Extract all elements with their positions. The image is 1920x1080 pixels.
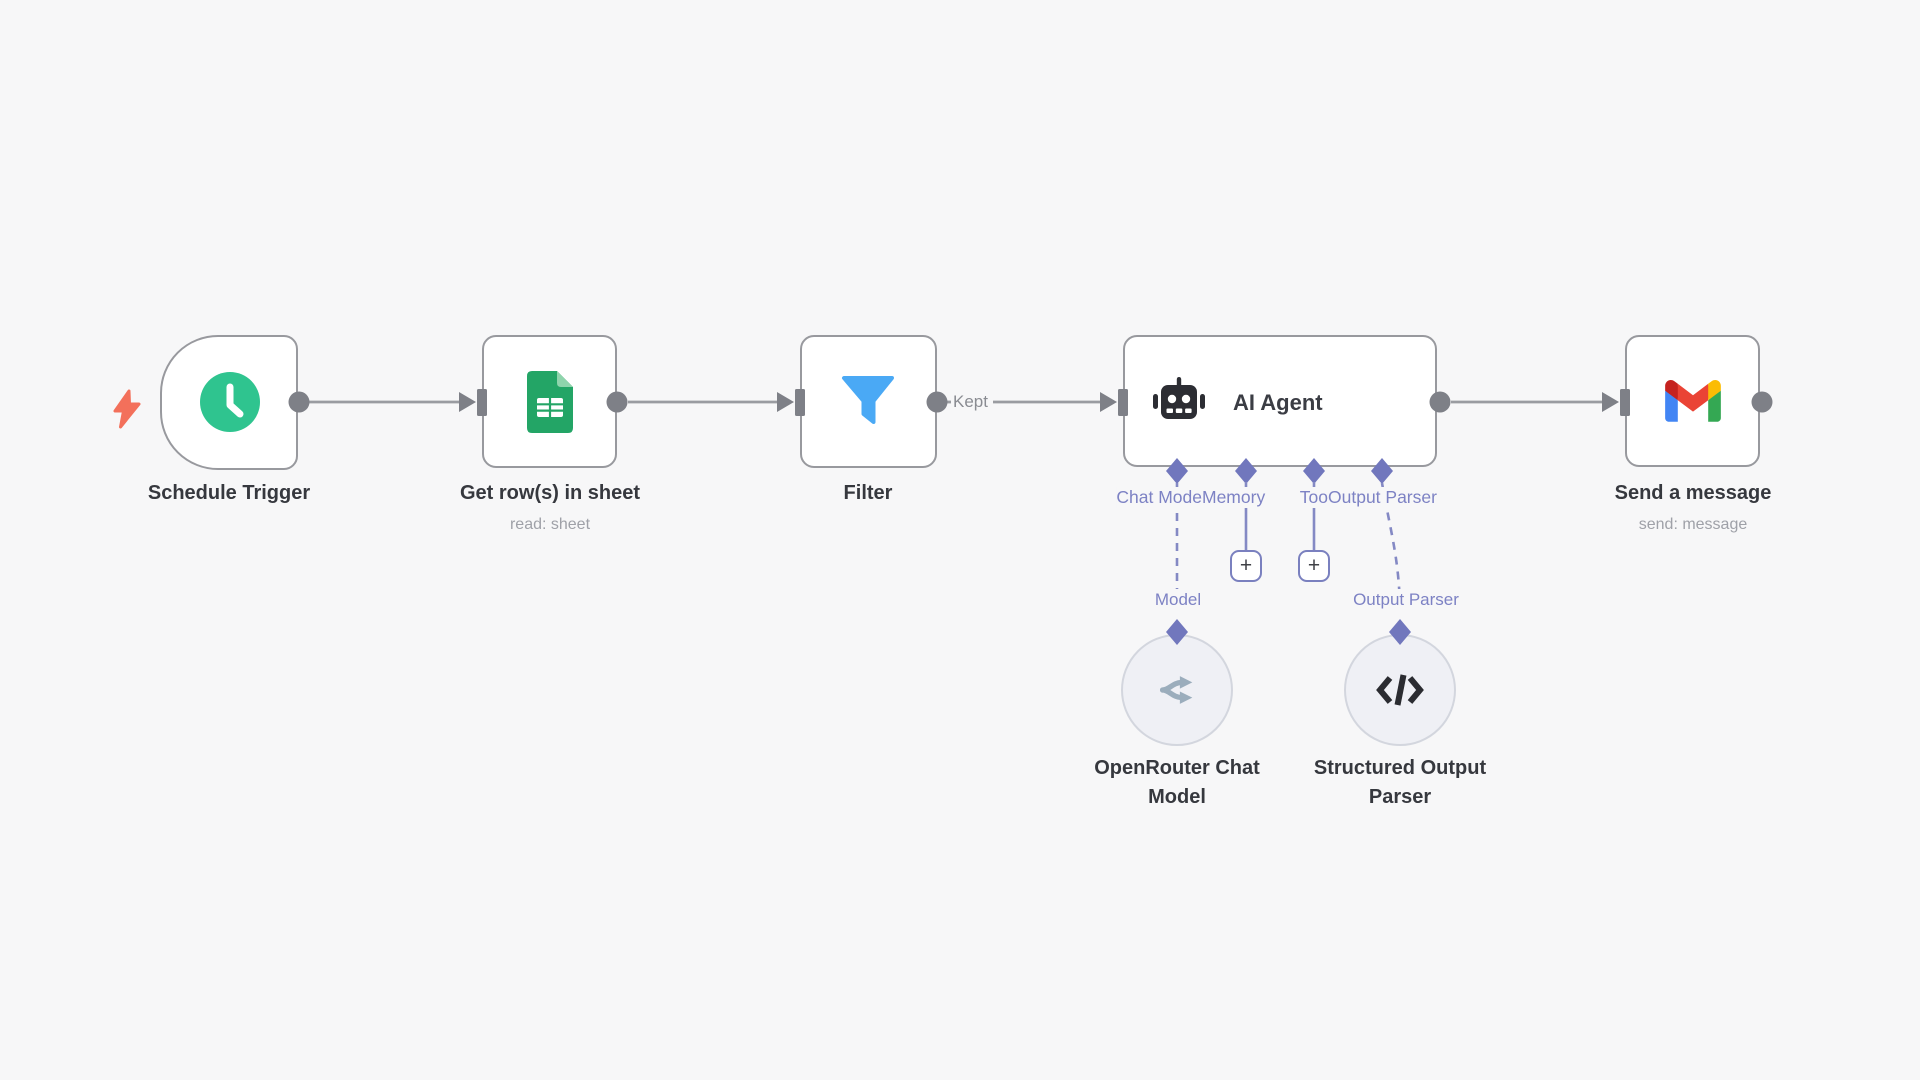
openrouter-icon bbox=[1159, 676, 1193, 704]
sub-node-label-openrouter: OpenRouter Chat Model bbox=[1094, 757, 1260, 808]
node-subtitle-gmail: send: message bbox=[1638, 516, 1748, 533]
agent-port-label-output-parser: Output Parser bbox=[1328, 487, 1437, 508]
sub-node-openrouter-chat-model[interactable] bbox=[1121, 634, 1233, 746]
agent-port-label-tool: Too bbox=[1299, 487, 1328, 508]
clock-icon bbox=[200, 372, 260, 432]
node-label-gmail: Send a message bbox=[1614, 482, 1772, 504]
robot-icon bbox=[1153, 377, 1205, 419]
funnel-icon bbox=[842, 376, 894, 424]
add-tool-button[interactable]: + bbox=[1298, 550, 1330, 582]
google-sheets-icon bbox=[527, 371, 573, 433]
add-memory-button[interactable]: + bbox=[1230, 550, 1262, 582]
trigger-bolt-icon bbox=[113, 389, 141, 429]
sub-port-label-output-parser: Output Parser bbox=[1349, 589, 1463, 611]
node-label-filter: Filter bbox=[843, 482, 893, 504]
connection-label-kept: Kept bbox=[951, 392, 990, 412]
sub-port-label-model: Model bbox=[1150, 589, 1206, 611]
node-label-schedule-trigger: Schedule Trigger bbox=[147, 482, 311, 504]
agent-port-label-memory: Memory bbox=[1202, 487, 1266, 508]
node-subtitle-google-sheets: read: sheet bbox=[509, 516, 591, 533]
gmail-icon bbox=[1665, 380, 1721, 422]
input-ports[interactable] bbox=[459, 389, 1630, 416]
sub-node-structured-output-parser[interactable] bbox=[1344, 634, 1456, 746]
sub-node-label-structured-output-parser: Structured Output Parser bbox=[1313, 757, 1487, 808]
agent-port-label-chat-model: Chat Mode bbox=[1116, 487, 1202, 508]
node-label-google-sheets: Get row(s) in sheet bbox=[459, 482, 641, 504]
code-icon bbox=[1376, 674, 1424, 706]
node-label-ai-agent: AI Agent bbox=[1233, 390, 1323, 415]
